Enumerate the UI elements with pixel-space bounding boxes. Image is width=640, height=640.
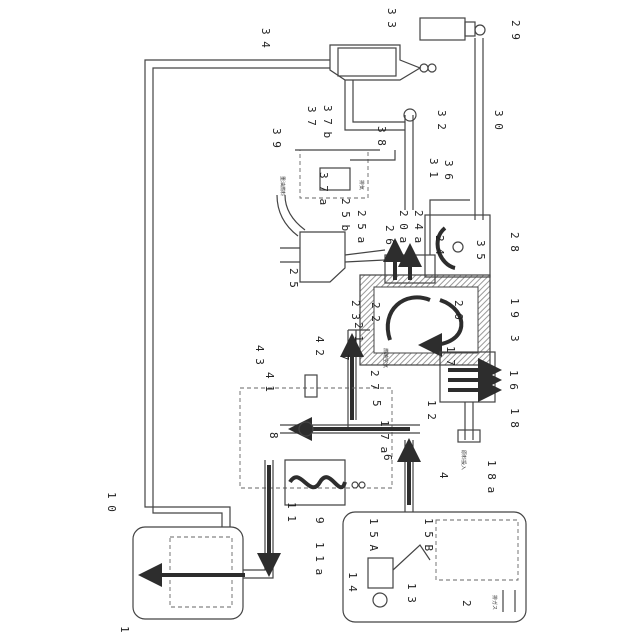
label-37a: 3 7 a — [317, 172, 330, 205]
label-20a: 2 0 a — [397, 210, 410, 243]
duct-4 — [405, 440, 413, 512]
label-17: 1 7 — [444, 346, 457, 366]
label-18: 1 8 — [508, 408, 521, 428]
label-39: 3 9 — [270, 128, 283, 148]
label-29: 2 9 — [509, 20, 522, 40]
label-6: 6 — [381, 454, 394, 461]
label-26: 2 6 — [383, 225, 396, 245]
label-19: 1 9 — [508, 298, 521, 318]
label-42: 4 2 — [313, 336, 326, 356]
note-5: 排ガス — [491, 595, 498, 610]
unit-1-boiler — [133, 527, 245, 619]
label-33: 3 3 — [385, 8, 398, 28]
label-24a: 2 4 a — [412, 210, 425, 243]
note-3: 燃焼空気 — [382, 348, 389, 368]
label-13: 1 3 — [405, 583, 418, 603]
note-2: 排気 — [358, 180, 365, 190]
label-31: 3 1 — [427, 158, 440, 178]
component-13 — [368, 545, 430, 607]
label-34: 3 4 — [259, 28, 272, 48]
label-5: 5 — [370, 400, 383, 407]
duct-34 — [145, 60, 330, 527]
label-35: 3 5 — [474, 240, 487, 260]
label-1: 1 — [118, 626, 131, 633]
label-25a: 2 5 a — [355, 210, 368, 243]
cyclone-9 — [285, 460, 365, 505]
label-24: 2 4 — [433, 235, 446, 255]
label-25: 2 5 — [287, 268, 300, 288]
label-23: 2 3 — [349, 300, 362, 320]
label-25b: 2 5 b — [339, 198, 352, 231]
label-32: 3 2 — [435, 110, 448, 130]
label-2: 2 — [460, 600, 473, 607]
label-37: 3 7 — [305, 106, 318, 126]
label-43: 4 3 — [253, 345, 266, 365]
label-15A: 1 5 A — [367, 518, 380, 551]
label-11a: 1 1 a — [313, 542, 326, 575]
label-18a: 1 8 a — [485, 460, 498, 493]
label-7: 7 — [338, 354, 351, 361]
label-8: 8 — [267, 432, 280, 439]
unit-37 — [295, 150, 395, 198]
label-16: 1 6 — [507, 370, 520, 390]
label-28: 2 8 — [508, 232, 521, 252]
label-15B: 1 5 B — [422, 518, 435, 551]
label-10: 1 0 — [105, 492, 118, 512]
note-4: 原料投入 — [460, 450, 467, 470]
label-17a: 1 7 a — [378, 420, 391, 453]
label-3: 3 — [508, 335, 521, 342]
label-41: 4 1 — [263, 372, 276, 392]
label-20: 2 0 — [452, 300, 465, 320]
label-4: 4 — [437, 472, 450, 479]
duct-8 — [280, 422, 420, 436]
cyclone-33 — [330, 45, 436, 80]
duct-11 — [243, 460, 273, 578]
label-11: 1 1 — [285, 502, 298, 522]
label-12: 1 2 — [425, 400, 438, 420]
burner-29 — [420, 18, 485, 220]
label-21: 2 1 — [352, 322, 365, 342]
label-27: 2 7 — [368, 370, 381, 390]
label-37b: 3 7 b — [321, 105, 334, 138]
control-box-43 — [240, 375, 392, 488]
label-30: 3 0 — [492, 110, 505, 130]
label-36: 3 6 — [442, 160, 455, 180]
note-1: 重油燃料 — [279, 176, 286, 196]
label-38: 3 8 — [375, 126, 388, 146]
label-14: 1 4 — [346, 572, 359, 592]
label-9: 9 — [313, 517, 326, 524]
label-22: 2 2 — [369, 302, 382, 322]
